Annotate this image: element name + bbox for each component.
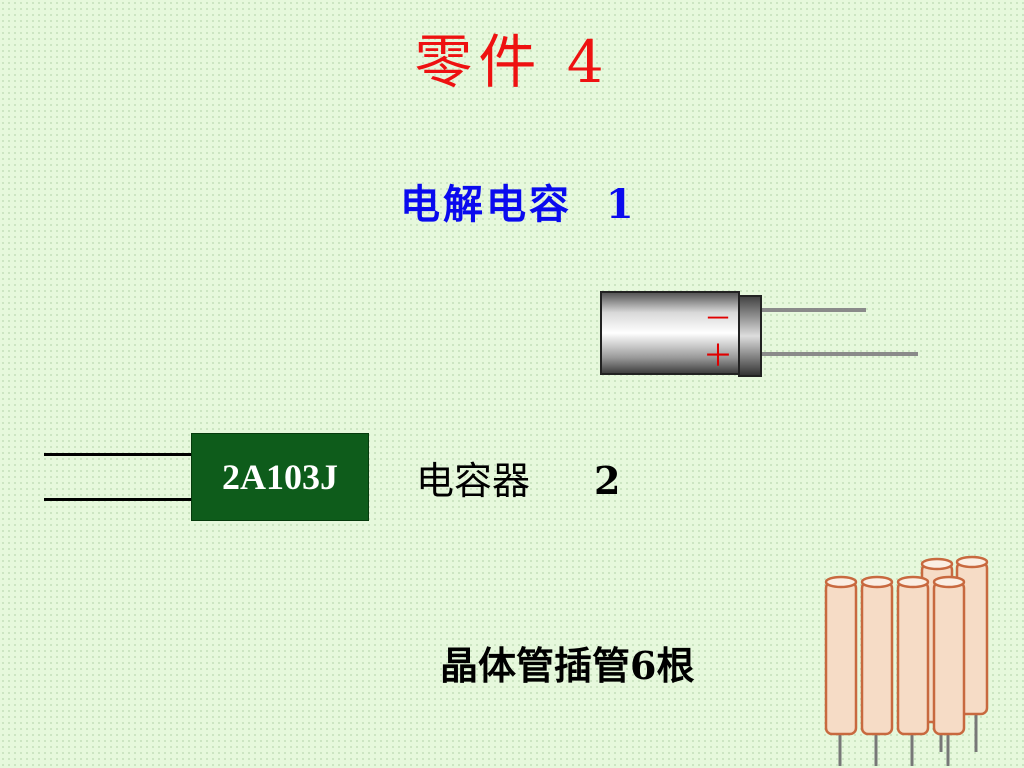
socket-tube-3 [824,575,858,766]
capacitor2-marking: 2A103J [222,457,338,497]
slide-title: 零件 4 [414,28,610,96]
capacitor-minus-mark: － [704,302,732,335]
socket-tubes-illustration [824,555,989,766]
socket-tube-5 [896,575,930,766]
capacitor2-body: 2A103J [191,433,369,521]
capacitor2-lead-bottom [44,498,192,501]
capacitor2-lead-top [44,453,192,456]
electrolytic-capacitor-label: 电解电容 1 [400,181,637,228]
capacitor-can [600,291,740,375]
capacitor-plus-mark: ＋ [703,339,733,374]
socket-tubes-label: 晶体管插管6根 [440,643,695,688]
socket-tube-4 [860,575,894,766]
capacitor2-label: 电容器 [416,459,531,503]
socket-tube-6 [932,575,966,766]
electrolytic-capacitor-illustration: － ＋ [600,291,918,377]
capacitor2-count: 2 [594,458,621,503]
capacitor-end-cap [738,295,762,377]
